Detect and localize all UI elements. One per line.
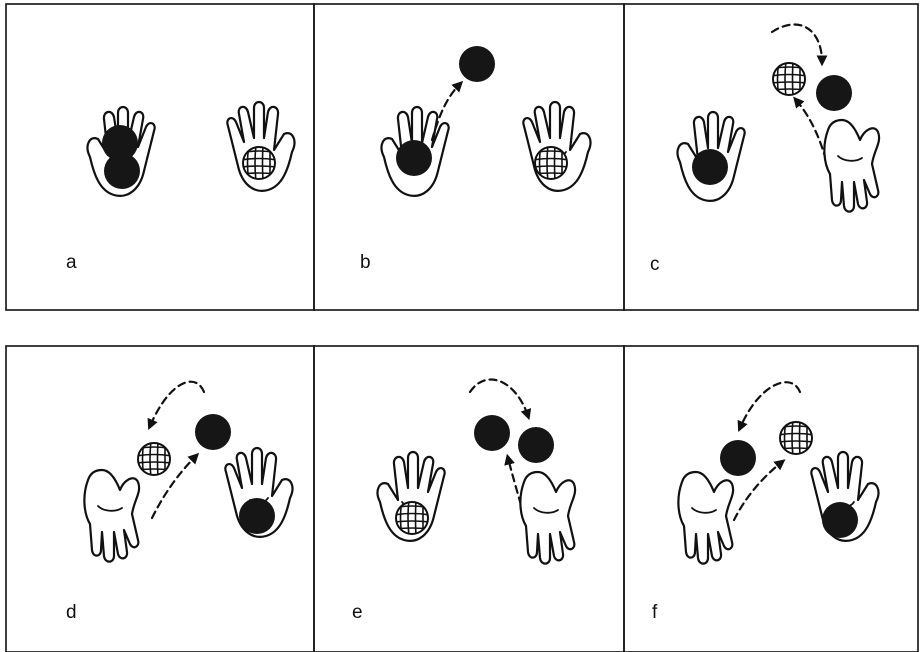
panel-label: a	[66, 252, 77, 273]
panel-a: a	[6, 4, 314, 310]
panel-label: f	[652, 602, 658, 623]
left-hand	[84, 470, 139, 562]
solid-ball	[239, 498, 275, 534]
throw-arrow	[796, 100, 826, 160]
left-hand	[678, 472, 733, 564]
panel-f: f	[624, 346, 918, 652]
netted-ball	[136, 441, 172, 477]
solid-ball	[474, 415, 510, 451]
panel-label: b	[360, 252, 371, 273]
panel-label: d	[66, 602, 77, 623]
solid-ball	[692, 149, 728, 185]
solid-ball	[822, 502, 858, 538]
solid-ball	[104, 153, 140, 189]
panel-e: e	[314, 346, 624, 652]
solid-ball	[459, 46, 495, 82]
throw-arrow	[772, 24, 822, 62]
panel-c: c	[624, 4, 918, 310]
panel-label: c	[650, 254, 660, 275]
solid-ball	[720, 440, 756, 476]
solid-ball	[396, 140, 432, 176]
netted-ball	[778, 420, 814, 456]
solid-ball	[518, 427, 554, 463]
solid-ball	[195, 414, 231, 450]
throw-arrow	[470, 380, 528, 416]
panel-d: d	[6, 346, 314, 652]
right-hand	[824, 120, 879, 212]
right-hand	[520, 472, 575, 564]
netted-ball	[771, 61, 807, 97]
solid-ball	[816, 75, 852, 111]
panel-b: b	[314, 4, 624, 310]
panel-label: e	[352, 602, 363, 623]
throw-arrow	[740, 382, 800, 428]
throw-arrow	[150, 382, 204, 426]
